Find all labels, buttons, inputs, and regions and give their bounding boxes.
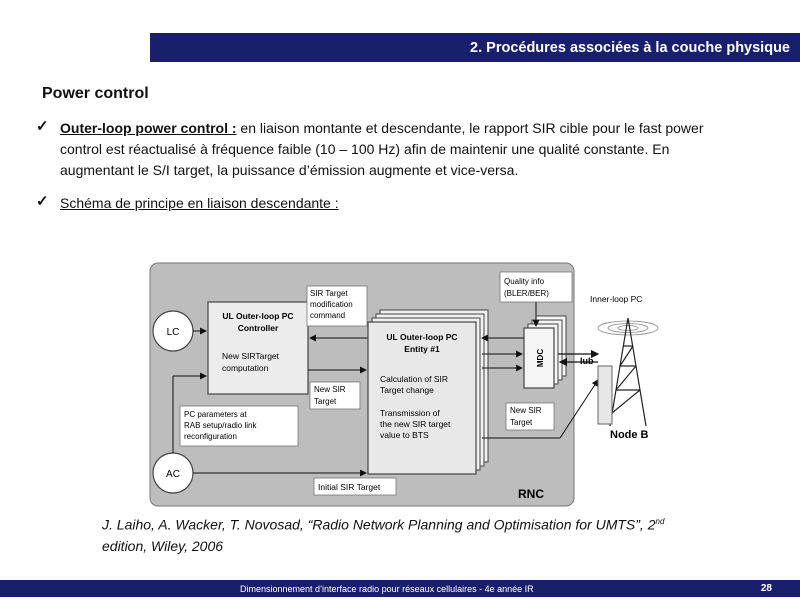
entity-box: [367, 321, 477, 475]
bullet-text-2: control est réactualisé à fréquence faib…: [60, 141, 670, 157]
svg-text:Calculation of SIR: Calculation of SIR: [380, 374, 448, 384]
svg-text:New SIRTarget: New SIRTarget: [222, 351, 280, 361]
citation: J. Laiho, A. Wacker, T. Novosad, “Radio …: [102, 516, 665, 554]
footer-text: Dimensionnement d’interface radio pour r…: [240, 584, 534, 594]
svg-text:Controller: Controller: [238, 323, 279, 333]
svg-text:UL Outer-loop PC: UL Outer-loop PC: [386, 332, 457, 342]
bullet-text-1: en liaison montante et descendante, le r…: [236, 120, 704, 136]
tower-icon: [609, 317, 647, 427]
bullet-label: Outer-loop power control :: [60, 120, 237, 136]
bullet-text-3: augmentant le S/I target, la puissance d…: [60, 162, 519, 178]
svg-text:Target: Target: [314, 397, 337, 406]
quality-info-box: [499, 271, 573, 303]
svg-text:reconfiguration: reconfiguration: [184, 432, 237, 441]
page-number: 28: [760, 583, 772, 594]
header-title: 2. Procédures associées à la couche phys…: [470, 40, 790, 56]
svg-text:Initial SIR Target: Initial SIR Target: [318, 482, 381, 492]
initial-sir-box: [313, 477, 397, 496]
svg-text:Quality info: Quality info: [504, 277, 545, 286]
svg-text:UL Outer-loop PC: UL Outer-loop PC: [222, 311, 293, 321]
footer-bar: Dimensionnement d’interface radio pour r…: [0, 580, 800, 597]
rnc-label: RNC: [518, 487, 544, 501]
new-sir-box-right: [505, 402, 555, 431]
pc-params-box: [179, 405, 299, 447]
svg-text:(BLER/BER): (BLER/BER): [504, 289, 549, 298]
node-b-cabinet: [597, 365, 613, 425]
header-bar: 2. Procédures associées à la couche phys…: [150, 33, 800, 62]
svg-text:Transmission of: Transmission of: [380, 408, 440, 418]
svg-text:Target: Target: [510, 418, 533, 427]
bullet-schema: Schéma de principe en liaison descendant…: [60, 193, 750, 214]
svg-text:Entity #1: Entity #1: [404, 344, 440, 354]
check-icon: ✓: [36, 193, 49, 210]
svg-text:SIR Target: SIR Target: [310, 289, 348, 298]
svg-text:PC parameters at: PC parameters at: [184, 410, 247, 419]
svg-text:Inner-loop PC: Inner-loop PC: [590, 294, 642, 304]
new-sir-box: [309, 381, 361, 410]
section-title: Power control: [42, 85, 149, 102]
svg-text:modification: modification: [310, 300, 353, 309]
sir-mod-box: [306, 285, 368, 327]
svg-text:New SIR: New SIR: [510, 406, 542, 415]
svg-text:MDC: MDC: [536, 349, 545, 367]
svg-text:Target change: Target change: [380, 385, 434, 395]
mdc-box: [523, 327, 555, 389]
svg-text:command: command: [310, 311, 345, 320]
svg-text:computation: computation: [222, 363, 269, 373]
power-control-diagram: RNC LC AC UL Outer-loop PC Controller Ne…: [149, 262, 659, 507]
svg-text:the new SIR target: the new SIR target: [380, 419, 451, 429]
lc-label: LC: [167, 327, 180, 338]
svg-text:New SIR: New SIR: [314, 385, 346, 394]
svg-text:value to BTS: value to BTS: [380, 430, 429, 440]
bullet-outer-loop: Outer-loop power control : en liaison mo…: [60, 118, 750, 181]
svg-text:Iub: Iub: [580, 356, 594, 366]
svg-text:RAB setup/radio link: RAB setup/radio link: [184, 421, 257, 430]
controller-box: [207, 301, 309, 395]
svg-text:Node B: Node B: [610, 429, 649, 441]
check-icon: ✓: [36, 118, 49, 135]
bullet-label: Schéma de principe en liaison descendant…: [60, 195, 339, 211]
ac-label: AC: [166, 469, 180, 480]
